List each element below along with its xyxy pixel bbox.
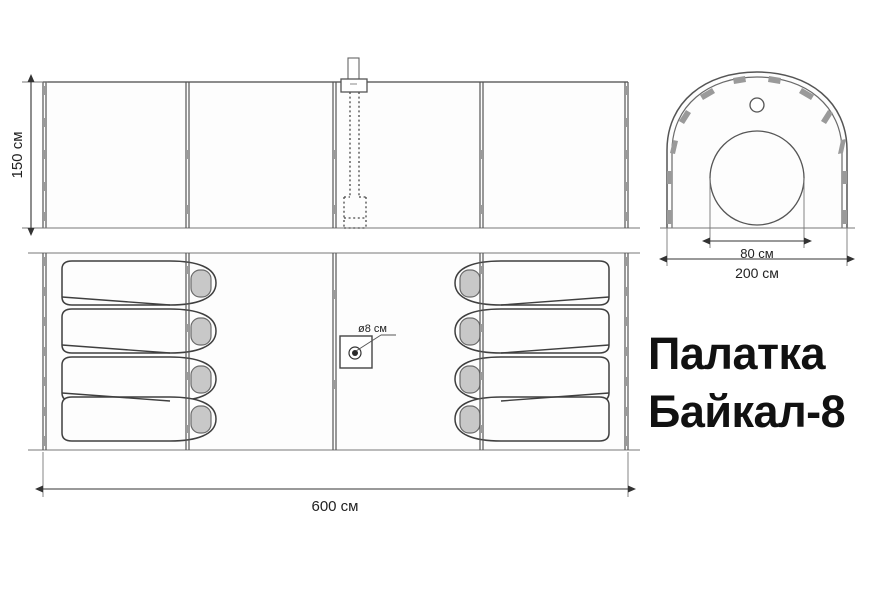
length-dimension — [35, 452, 636, 497]
height-dimension — [22, 74, 48, 236]
chimney-leader-line — [355, 334, 382, 352]
dome-width-label: 200 см — [735, 265, 779, 281]
pillow — [190, 365, 212, 394]
floor-plan-pole-3 — [332, 253, 337, 450]
product-title: Палатка Байкал-8 — [648, 325, 875, 440]
dome-outer-arch — [666, 71, 848, 228]
pillow — [190, 405, 212, 434]
pillow — [459, 405, 481, 434]
floor-plan-pole-right — [624, 253, 629, 450]
elevation-pole-right — [624, 82, 629, 228]
elevation-pole-left — [42, 82, 47, 228]
elevation-pole-2 — [185, 82, 190, 228]
dome-width-dimension — [659, 228, 855, 266]
chimney-diameter-label: ø8 см — [358, 323, 387, 335]
sleeping-bag-group-left — [61, 260, 217, 442]
sleeping-bag — [454, 260, 610, 306]
pillow — [190, 317, 212, 346]
sleeping-bag — [454, 396, 610, 442]
stove-plan-symbol — [339, 334, 396, 369]
door-width-dimension — [702, 178, 812, 248]
product-title-line-2: Байкал-8 — [648, 385, 846, 437]
end-elevation-view: 80 см 200 см — [659, 71, 855, 281]
pillow — [459, 269, 481, 298]
sleeping-bag — [61, 396, 217, 442]
pillow — [459, 317, 481, 346]
sleeping-bag — [61, 260, 217, 306]
dome-inner-arch — [671, 76, 843, 228]
height-dimension-label: 150 см — [9, 131, 26, 178]
stove-outline-dotted — [343, 92, 367, 229]
elevation-pole-4 — [479, 82, 484, 228]
length-dimension-label: 600 см — [311, 498, 358, 515]
elevation-pole-3 — [332, 82, 337, 228]
vent-hole-icon — [749, 97, 765, 113]
sleeping-bag — [454, 308, 610, 354]
chimney-pipe — [340, 57, 368, 93]
product-title-line-1: Палатка — [648, 328, 826, 379]
floor-plan-view — [28, 252, 640, 451]
sleeping-bag — [61, 308, 217, 354]
floor-plan-pole-2 — [185, 253, 190, 450]
side-elevation-view — [22, 57, 640, 236]
pillow — [459, 365, 481, 394]
sleeping-bag-group-right — [454, 260, 610, 442]
floor-plan-pole-4 — [479, 253, 484, 450]
dome-joint-markers — [667, 76, 847, 224]
floor-plan-pole-left — [42, 253, 47, 450]
pillow — [190, 269, 212, 298]
